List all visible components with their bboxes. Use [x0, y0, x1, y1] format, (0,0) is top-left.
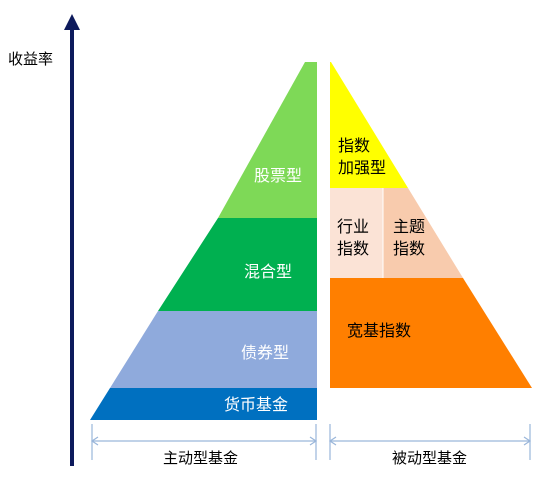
tier-theme-index-label-2: 指数 — [393, 239, 425, 258]
tier-theme-index — [383, 188, 463, 278]
tier-enhanced-index-label-1: 指数 — [338, 136, 370, 155]
tier-industry-index-label-1: 行业 — [337, 217, 369, 236]
active-funds-label: 主动型基金 — [163, 449, 238, 467]
tier-industry-index — [330, 188, 383, 278]
passive-funds-label: 被动型基金 — [392, 449, 467, 467]
tier-stock-fund — [218, 62, 317, 218]
y-axis-arrowhead — [64, 14, 80, 30]
tier-broad-index-label: 宽基指数 — [347, 321, 411, 340]
tier-enhanced-index-label-2: 加强型 — [338, 158, 386, 177]
y-axis-label: 收益率 — [8, 50, 53, 68]
tier-bond-fund-label: 债券型 — [241, 343, 289, 362]
passive-funds-bracket — [328, 424, 532, 460]
tier-enhanced-index — [330, 62, 408, 188]
tier-broad-index — [330, 278, 532, 388]
active-funds-bracket — [90, 424, 318, 460]
tier-mixed-fund-label: 混合型 — [244, 262, 292, 281]
tier-money-fund-label: 货币基金 — [224, 395, 288, 414]
tier-stock-fund-label: 股票型 — [254, 166, 302, 185]
tier-bond-fund — [110, 311, 317, 388]
tier-mixed-fund — [158, 218, 317, 311]
tier-industry-index-label-2: 指数 — [337, 239, 369, 258]
tier-theme-index-label-1: 主题 — [393, 217, 425, 236]
tier-money-fund — [90, 388, 317, 420]
